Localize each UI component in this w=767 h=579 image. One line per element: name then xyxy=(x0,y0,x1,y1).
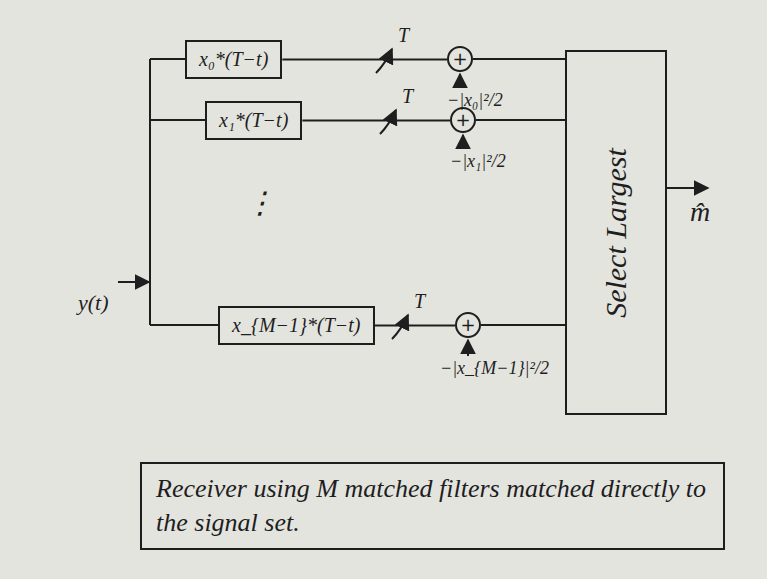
input-bus xyxy=(149,59,151,325)
node-text: x_{M−1}*(T−t) xyxy=(232,314,361,336)
signal-wire xyxy=(302,120,450,122)
sampler-symbol xyxy=(392,315,408,339)
input-branch xyxy=(150,324,218,326)
bias-arrow xyxy=(467,340,469,356)
bias-term: −|x₀|²/2 xyxy=(447,90,503,111)
adder-circle: + xyxy=(450,107,476,133)
adder-circle: + xyxy=(455,312,481,338)
input-branch xyxy=(150,58,185,60)
node-text: Select Largest xyxy=(599,148,633,318)
sampler-symbol xyxy=(380,110,396,134)
matched-filter-box: x₀*(T−t) xyxy=(185,40,282,79)
bias-term: −|x₁|²/2 xyxy=(450,151,506,172)
ellipsis: ⋮ xyxy=(245,185,275,220)
output-arrow xyxy=(667,187,708,189)
signal-wire xyxy=(375,325,455,327)
matched-filter-box: x_{M−1}*(T−t) xyxy=(218,306,375,345)
node-text: x₁*(T−t) xyxy=(219,109,288,131)
output-decision: m̂ xyxy=(690,196,710,228)
caption-box: Receiver using M matched filters matched… xyxy=(140,462,725,550)
bias-arrow xyxy=(462,135,464,149)
sample-time: T xyxy=(398,24,409,47)
signal-wire xyxy=(282,59,447,61)
input-arrow xyxy=(118,281,149,283)
bias-term: −|x_{M−1}|²/2 xyxy=(440,358,549,379)
selector-box: Select Largest xyxy=(565,50,667,415)
sample-time: T xyxy=(414,290,425,313)
sample-time: T xyxy=(402,85,413,108)
signal-wire xyxy=(476,119,565,121)
signal-wire xyxy=(481,324,565,326)
node-text: + xyxy=(455,111,470,129)
node-text: x₀*(T−t) xyxy=(199,48,268,70)
adder-circle: + xyxy=(447,46,473,72)
input-branch xyxy=(150,119,205,121)
input-signal: y(t) xyxy=(78,290,109,316)
matched-filter-box: x₁*(T−t) xyxy=(205,101,302,140)
node-text: + xyxy=(460,316,475,334)
sampler-symbol xyxy=(376,49,392,73)
bias-arrow xyxy=(459,74,461,88)
node-text: + xyxy=(452,50,467,68)
node-text: Receiver using M matched filters matched… xyxy=(156,474,706,537)
signal-wire xyxy=(473,58,565,60)
